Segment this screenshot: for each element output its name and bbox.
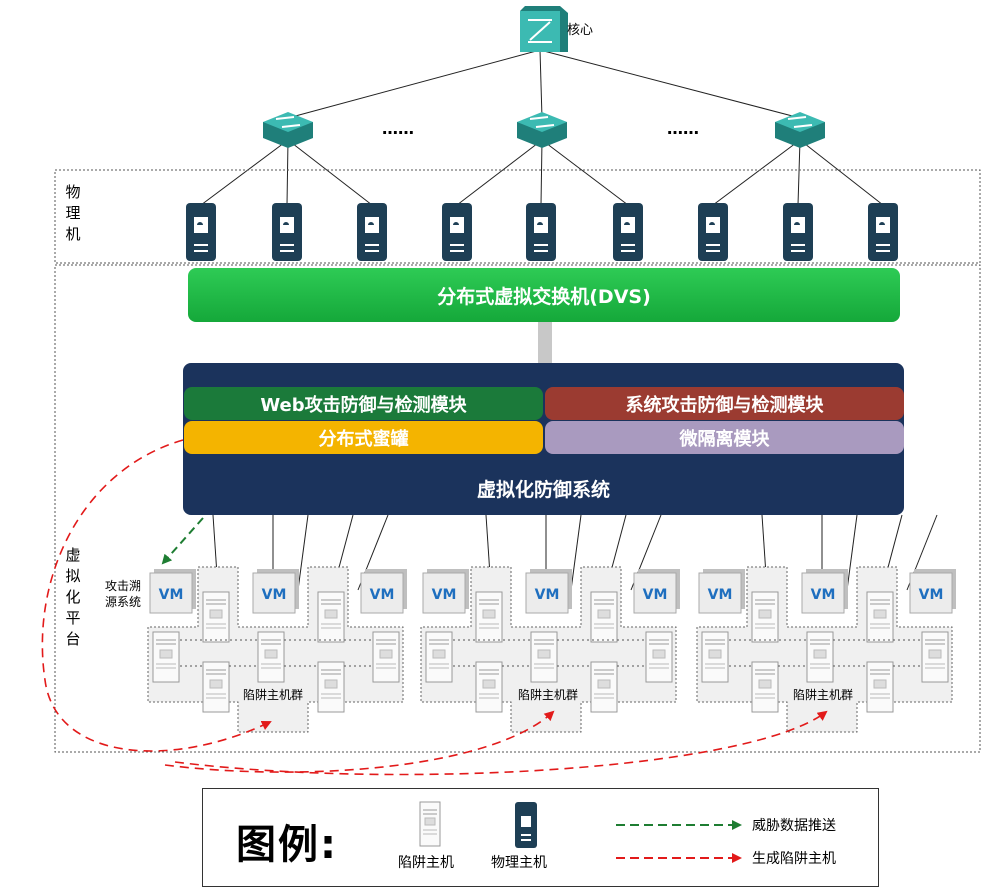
vm-icon: VM — [633, 569, 680, 614]
physical-server — [357, 203, 387, 261]
vm-label: VM — [811, 587, 836, 603]
trap-group-label-3: 陷阱主机群 — [793, 688, 854, 702]
legend-physical-host-label: 物理主机 — [491, 855, 547, 871]
trap-host — [257, 631, 285, 683]
trap-host — [645, 631, 673, 683]
trap-host — [866, 661, 894, 713]
trap-host — [372, 631, 400, 683]
vm-label: VM — [370, 587, 395, 603]
trap-host-cluster: VM VM VM — [696, 566, 956, 733]
vm-label: VM — [535, 587, 560, 603]
virtual-defense-system-label: 虚拟化防御系统 — [476, 478, 610, 501]
vm-icon: VM — [422, 569, 469, 614]
physical-server — [698, 203, 728, 261]
attack-trace-system-label: 攻击溯源系统 — [104, 579, 141, 609]
physical-machine-zone — [54, 169, 981, 264]
physical-server — [868, 203, 898, 261]
trap-group-label-2: 陷阱主机群 — [518, 688, 579, 702]
system-attack-defense-module: 系统攻击防御与检测模块 — [545, 387, 904, 420]
vm-label: VM — [643, 587, 668, 603]
generate-trap-arrow-2 — [164, 710, 555, 773]
physical-server — [526, 203, 556, 261]
physical-server — [783, 203, 813, 261]
vm-label: VM — [708, 587, 733, 603]
trap-host — [475, 591, 503, 643]
physical-server — [186, 203, 216, 261]
trap-host — [202, 591, 230, 643]
legend-physical-host-icon — [515, 802, 537, 848]
vm-icon: VM — [909, 569, 956, 614]
switch-2 — [517, 112, 567, 148]
physical-servers — [186, 203, 898, 261]
trap-host — [530, 631, 558, 683]
core-label: 核心 — [567, 23, 593, 38]
vm-icon: VM — [149, 569, 196, 614]
trap-host — [202, 661, 230, 713]
vm-icon: VM — [801, 569, 848, 614]
legend-threat-push-label: 威胁数据推送 — [752, 818, 836, 834]
trap-host — [806, 631, 834, 683]
switch-1 — [263, 112, 313, 148]
switches — [263, 6, 825, 148]
vm-icon: VM — [360, 569, 407, 614]
dvs-bar: 分布式虚拟交换机(DVS) — [188, 268, 900, 322]
virtual-platform-zone — [54, 264, 981, 753]
physical-machines-label: 物理机 — [65, 183, 81, 243]
distributed-honeypot-module: 分布式蜜罐 — [184, 421, 543, 454]
web-attack-defense-module: Web攻击防御与检测模块 — [184, 387, 543, 420]
legend-trap-host-icon — [419, 801, 441, 847]
trap-host — [751, 591, 779, 643]
generate-trap-arrow-3 — [174, 710, 828, 776]
ellipsis-left: …… — [382, 119, 414, 138]
vm-label: VM — [432, 587, 457, 603]
generate-trap-arrow-1 — [41, 439, 272, 752]
trap-group-label-1: 陷阱主机群 — [243, 688, 304, 702]
vm-icon: VM — [525, 569, 572, 614]
ellipsis-right: …… — [667, 119, 699, 138]
vm-label: VM — [919, 587, 944, 603]
micro-isolation-module: 微隔离模块 — [545, 421, 904, 454]
legend-trap-host-label: 陷阱主机 — [398, 855, 454, 871]
trap-host — [921, 631, 949, 683]
trap-host — [317, 591, 345, 643]
physical-server — [613, 203, 643, 261]
legend-generate-trap-label: 生成陷阱主机 — [752, 851, 836, 867]
trap-host-clusters: VM VM VM VM VM VM VM VM VM — [147, 566, 956, 733]
core-switch — [520, 6, 568, 52]
network-links — [200, 49, 884, 206]
trap-host-cluster: VM VM VM — [420, 566, 680, 733]
vm-label: VM — [159, 587, 184, 603]
trap-host — [701, 631, 729, 683]
vm-icon: VM — [698, 569, 745, 614]
legend-title: 图例: — [236, 822, 338, 868]
switch-3 — [775, 112, 825, 148]
vm-icon: VM — [252, 569, 299, 614]
trap-host — [866, 591, 894, 643]
trap-host — [751, 661, 779, 713]
trap-host — [317, 661, 345, 713]
legend-box — [202, 788, 879, 887]
trap-host — [475, 661, 503, 713]
trap-host — [590, 661, 618, 713]
threat-push-arrow — [161, 517, 204, 565]
trap-host — [425, 631, 453, 683]
physical-server — [272, 203, 302, 261]
trap-host — [152, 631, 180, 683]
trap-host-cluster: VM VM VM — [147, 566, 407, 733]
physical-server — [442, 203, 472, 261]
trap-host — [590, 591, 618, 643]
virtual-platform-label: 虚拟化平台 — [65, 546, 81, 648]
vm-label: VM — [262, 587, 287, 603]
